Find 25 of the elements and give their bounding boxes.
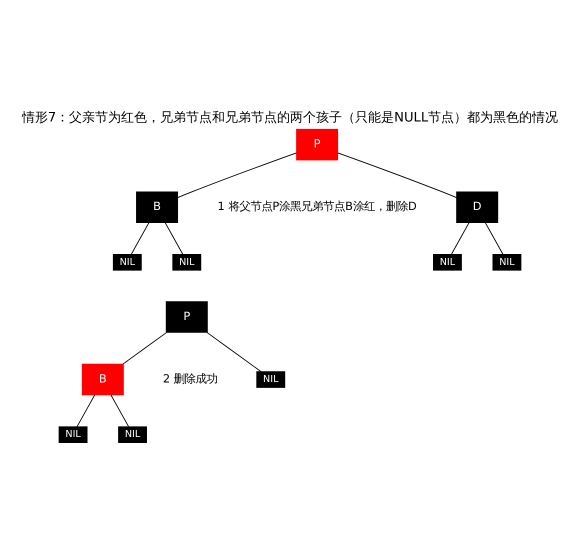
diagram-title: 情形7：父亲节为红色，兄弟节点和兄弟节点的两个孩子（只能是NULL节点）都为黑色的情况 (22, 110, 558, 126)
connector (337, 152, 457, 198)
node-box: NIL (118, 426, 147, 443)
label: 1 将父节点P涂黑兄弟节点B涂红，删除D (218, 199, 417, 214)
label: 2 删除成功 (162, 372, 218, 386)
node-box: B (136, 191, 178, 223)
connector (122, 332, 167, 364)
connector (164, 222, 184, 255)
connector (110, 394, 129, 427)
node-box: NIL (433, 254, 462, 271)
node-box: P (296, 128, 338, 160)
node-box: P (166, 301, 208, 333)
connector (177, 152, 297, 198)
connector (130, 222, 150, 255)
connector (484, 222, 504, 255)
node-box: NIL (58, 426, 88, 443)
node-box: NIL (492, 254, 522, 271)
node-box: NIL (256, 371, 286, 388)
node-box: NIL (172, 254, 202, 271)
connector (76, 394, 96, 427)
connector (206, 332, 262, 372)
node-box: NIL (112, 254, 142, 271)
node-box: D (456, 191, 498, 223)
connector (451, 222, 470, 255)
node-box: B (82, 364, 124, 396)
